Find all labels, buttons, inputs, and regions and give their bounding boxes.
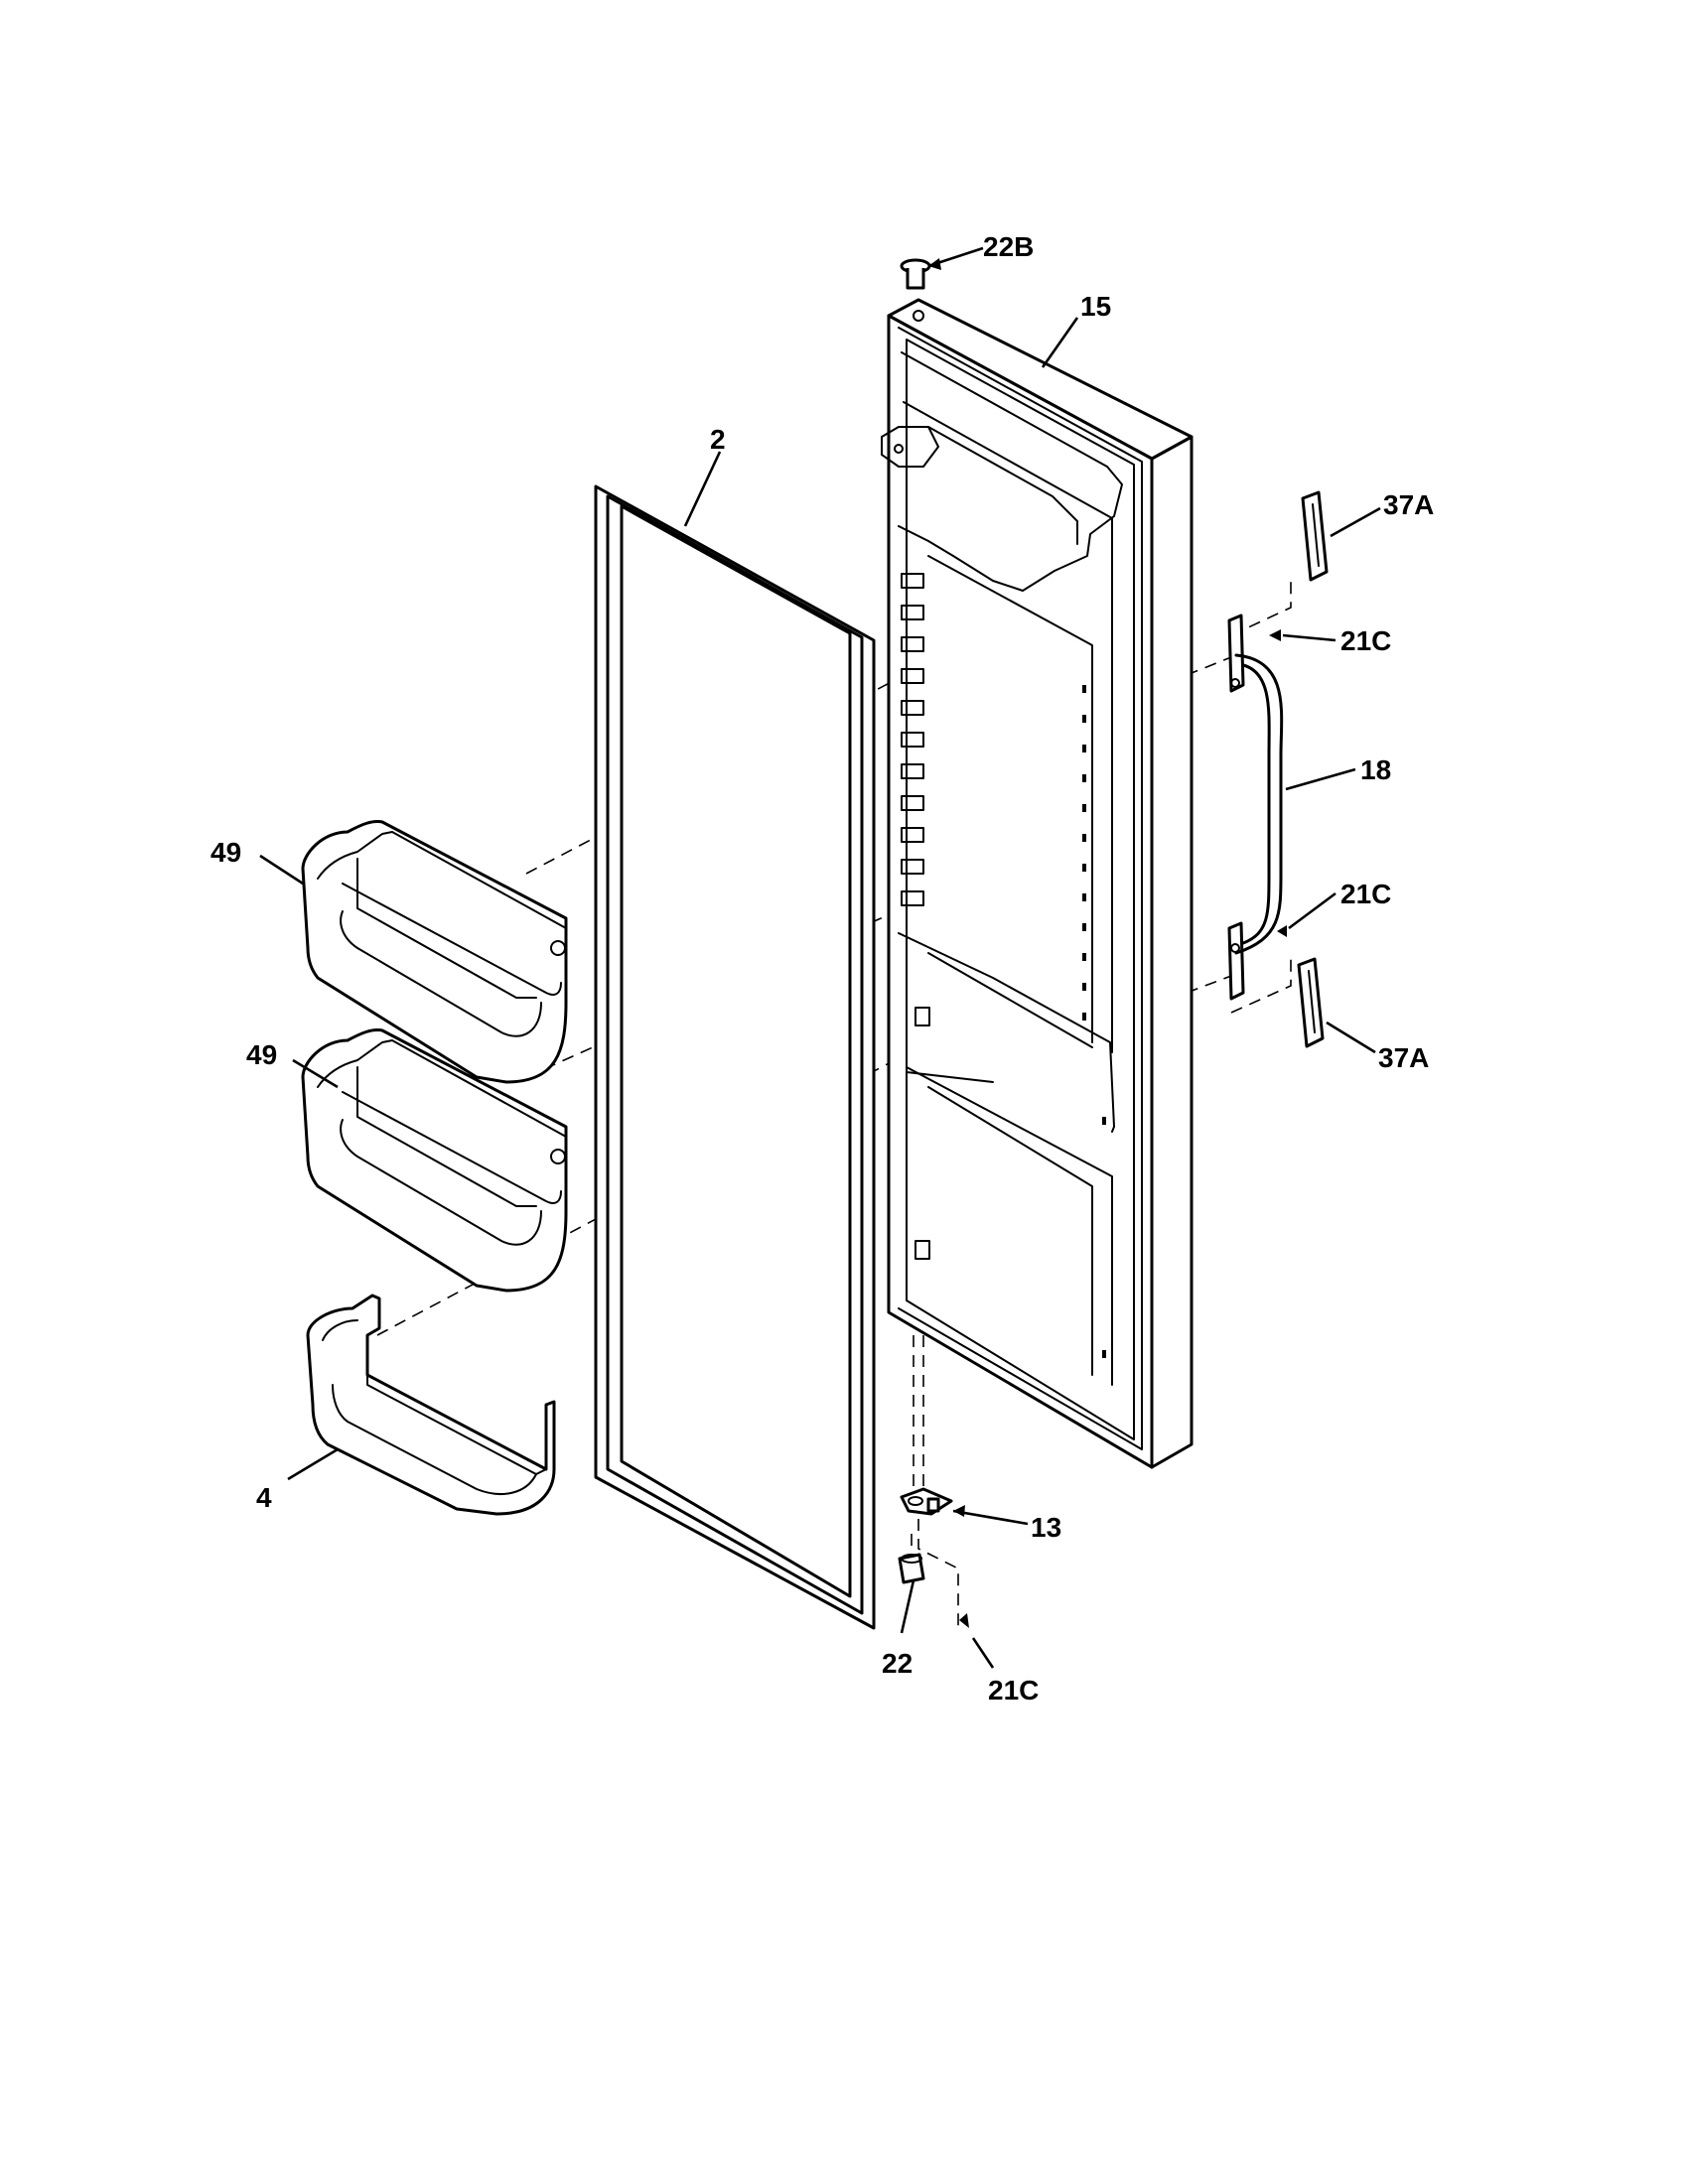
- shelf-rest-tabs: [901, 573, 930, 1260]
- label-18: 18: [1360, 754, 1391, 785]
- label-49-top: 49: [211, 837, 241, 868]
- label-21c-bottom: 21C: [988, 1675, 1039, 1706]
- door-handle: [1227, 614, 1284, 1001]
- screws: [959, 629, 1287, 1628]
- label-49-bottom: 49: [246, 1039, 277, 1070]
- door-bin-lower: [301, 1028, 568, 1293]
- hinge-bushing-top: [900, 258, 931, 290]
- side-rest-marks: [1082, 685, 1106, 1358]
- label-37a-top: 37A: [1383, 489, 1434, 520]
- label-21c-mid: 21C: [1340, 879, 1391, 909]
- label-22b: 22B: [983, 231, 1034, 262]
- handle-end-cap-bottom: [1297, 957, 1325, 1048]
- bottom-hinge: [900, 1487, 953, 1516]
- label-13: 13: [1031, 1512, 1061, 1543]
- label-15: 15: [1080, 291, 1111, 322]
- label-2: 2: [710, 424, 726, 455]
- door-bin-small: [306, 1294, 556, 1516]
- door-gasket: [594, 484, 876, 1630]
- label-22: 22: [882, 1648, 913, 1679]
- door-panel: [881, 298, 1194, 1469]
- label-21c-top: 21C: [1340, 625, 1391, 656]
- part-labels: 22B 15 2 37A 21C 18 21C 37A 49 49 4 13 2…: [211, 231, 1434, 1706]
- hinge-bushing-bottom: [898, 1553, 925, 1584]
- handle-end-cap-top: [1301, 490, 1329, 582]
- door-bin-upper: [301, 820, 568, 1084]
- label-4: 4: [256, 1482, 272, 1513]
- label-37a-bottom: 37A: [1378, 1042, 1429, 1073]
- leader-lines: [259, 246, 1381, 1669]
